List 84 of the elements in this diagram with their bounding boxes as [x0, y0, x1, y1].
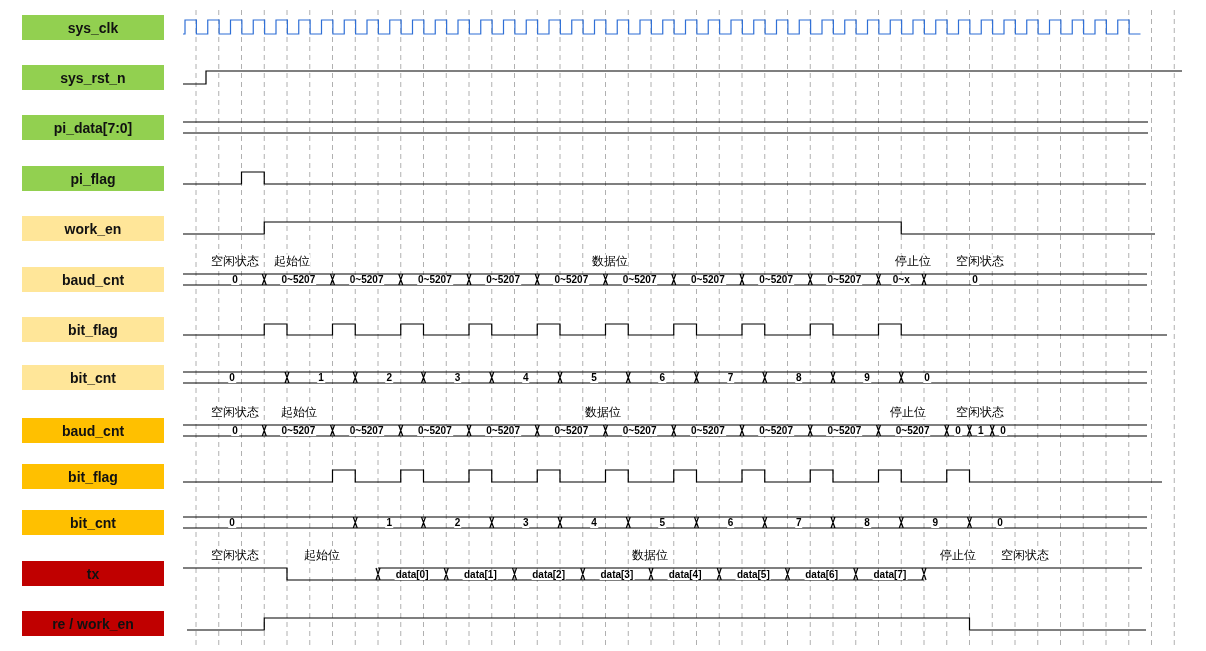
signal-name-box: re / work_en — [22, 611, 164, 636]
bus-value: 0~5207 — [348, 275, 385, 285]
bus-value: 6 — [658, 373, 667, 383]
bus-value: 0 — [996, 518, 1004, 528]
signal-name-box: sys_rst_n — [22, 65, 164, 90]
bus-value: 4 — [522, 373, 530, 383]
bus-value: 0~5207 — [758, 426, 794, 436]
bus-value: 0 — [228, 373, 236, 383]
bus-value: 0 — [923, 373, 931, 383]
state-label: 停止位 — [895, 254, 931, 268]
state-label: 空闲状态 — [211, 405, 259, 419]
bus-value: 0 — [231, 426, 239, 436]
bus-value: 6 — [726, 518, 735, 528]
bus-value: 0~5207 — [826, 275, 863, 285]
bus-value: 0 — [954, 426, 962, 436]
state-label: 起始位 — [281, 405, 317, 419]
signal-name-box: bit_flag — [22, 464, 164, 489]
bus-value: 0~5207 — [485, 426, 521, 436]
bus-value: 8 — [863, 518, 871, 528]
bus-value: data[3] — [599, 569, 635, 580]
signal-name-box: tx — [22, 561, 164, 586]
bus-value: 4 — [590, 518, 598, 528]
bus-value: 1 — [977, 426, 985, 436]
state-label: 空闲状态 — [211, 254, 259, 268]
bus-value: 0~5207 — [826, 426, 863, 436]
signal-name-box: baud_cnt — [22, 418, 164, 443]
signal-name-box: pi_data[7:0] — [22, 115, 164, 140]
state-label: 停止位 — [890, 405, 926, 419]
bus-value: 0~5207 — [348, 426, 385, 436]
state-label: 数据位 — [585, 405, 621, 419]
bus-value: 0 — [228, 518, 236, 528]
bus-value: data[7] — [872, 569, 908, 580]
bus-value: 0~5207 — [553, 275, 590, 285]
bus-value: data[0] — [394, 569, 430, 580]
state-label: 空闲状态 — [956, 405, 1004, 419]
bus-value: 0~5207 — [280, 275, 317, 285]
state-label: 数据位 — [632, 548, 668, 562]
bus-value: 0~5207 — [417, 426, 453, 436]
bus-value: data[5] — [736, 569, 771, 580]
bus-value: 1 — [385, 518, 394, 528]
bus-value: data[1] — [463, 569, 498, 580]
bus-value: 2 — [453, 518, 462, 528]
bus-value: 0~5207 — [621, 275, 658, 285]
signal-name-box: bit_cnt — [22, 365, 164, 390]
signal-name-box: work_en — [22, 216, 164, 241]
signal-name-box: pi_flag — [22, 166, 164, 191]
bus-value: data[2] — [531, 569, 566, 580]
bus-value: 0 — [999, 426, 1007, 436]
bus-value: 0 — [231, 275, 239, 285]
state-label: 起始位 — [304, 548, 340, 562]
bus-value: 5 — [658, 518, 667, 528]
bus-value: 0~5207 — [758, 275, 794, 285]
bus-value: 1 — [317, 373, 325, 383]
state-label: 空闲状态 — [956, 254, 1004, 268]
signal-name-box: bit_cnt — [22, 510, 164, 535]
bus-value: 0~5207 — [690, 275, 726, 285]
state-label: 空闲状态 — [211, 548, 259, 562]
bus-value: 7 — [795, 518, 803, 528]
signal-name-box: baud_cnt — [22, 267, 164, 292]
bus-value: 0 — [971, 275, 979, 285]
state-label: 停止位 — [940, 548, 976, 562]
signal-name-box: sys_clk — [22, 15, 164, 40]
bus-value: 0~5207 — [485, 275, 521, 285]
bus-value: 9 — [863, 373, 871, 383]
bus-value: 3 — [522, 518, 530, 528]
bus-value: 0~5207 — [553, 426, 590, 436]
state-label: 起始位 — [274, 254, 310, 268]
bus-value: 0~5207 — [621, 426, 658, 436]
bus-value: data[4] — [667, 569, 703, 580]
bus-value: 0~x — [891, 275, 911, 285]
state-label: 空闲状态 — [1001, 548, 1049, 562]
bus-value: 8 — [795, 373, 803, 383]
bus-value: 7 — [726, 373, 735, 383]
bus-value: data[6] — [804, 569, 839, 580]
bus-value: 0~5207 — [417, 275, 453, 285]
bus-value: 3 — [453, 373, 462, 383]
state-label: 数据位 — [592, 254, 628, 268]
signal-name-box: bit_flag — [22, 317, 164, 342]
bus-value: 5 — [590, 373, 598, 383]
bus-value: 0~5207 — [894, 426, 931, 436]
bus-value: 9 — [931, 518, 940, 528]
bus-value: 2 — [385, 373, 394, 383]
bus-value: 0~5207 — [690, 426, 726, 436]
bus-value: 0~5207 — [280, 426, 317, 436]
